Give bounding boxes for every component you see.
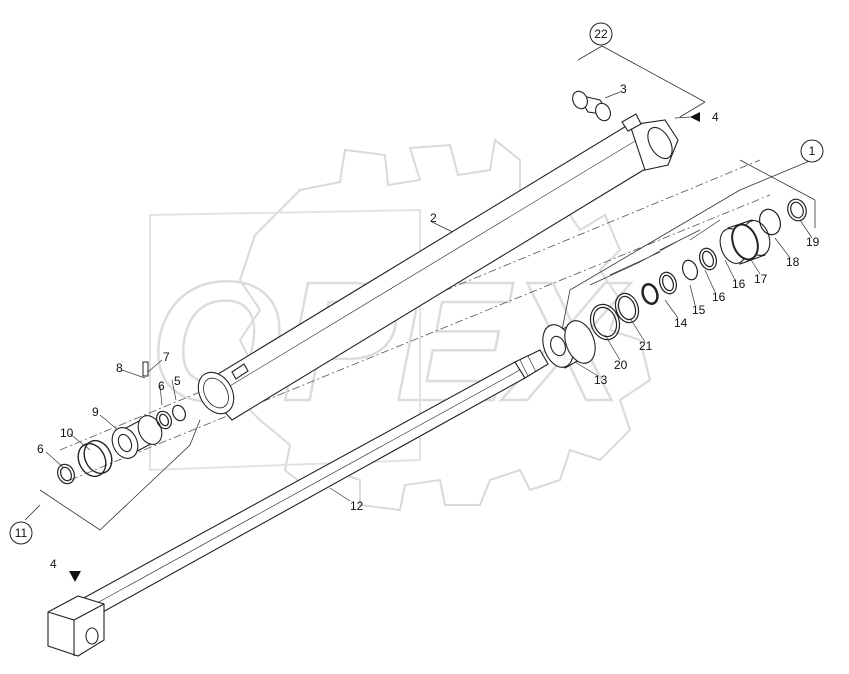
arrow-marker-bottom xyxy=(69,571,81,582)
callout-9: 9 xyxy=(92,405,99,419)
callout-14: 14 xyxy=(674,316,688,330)
rings-5-6 xyxy=(57,404,187,485)
group-22-bracket xyxy=(577,45,706,118)
callout-17: 17 xyxy=(754,272,768,286)
callout-12: 12 xyxy=(350,499,364,513)
callout-19: 19 xyxy=(806,235,820,249)
callout-5: 5 xyxy=(174,374,181,388)
callout-6-upper: 6 xyxy=(158,379,165,393)
callout-22-circle xyxy=(589,22,613,46)
callout-10: 10 xyxy=(60,426,74,440)
piston-left-part-9 xyxy=(111,415,163,459)
callout-1: 1 xyxy=(809,144,816,158)
callout-13: 13 xyxy=(594,373,608,387)
callout-15: 15 xyxy=(692,303,706,317)
piston-rod xyxy=(47,349,549,657)
seal-rings xyxy=(589,247,718,341)
callout-11: 11 xyxy=(15,526,28,540)
callout-8: 8 xyxy=(116,361,123,375)
rings-18-19 xyxy=(759,198,807,236)
pin-part-7 xyxy=(142,361,149,377)
callout-16-a: 16 xyxy=(712,290,726,304)
watermark-gear xyxy=(238,138,652,512)
callout-6-lower: 6 xyxy=(37,442,44,456)
bushing-part-3 xyxy=(572,90,612,122)
ring-part-10 xyxy=(77,439,113,478)
callout-16-b: 16 xyxy=(732,277,746,291)
callout-11-circle xyxy=(9,521,33,545)
callout-labels: 22 1 11 2 3 4 4 5 6 6 7 8 9 10 12 13 14 … xyxy=(9,22,824,571)
callout-1-circle xyxy=(800,139,824,163)
callout-4-top: 4 xyxy=(712,110,719,124)
callout-20: 20 xyxy=(614,358,628,372)
arrow-marker-top xyxy=(690,112,700,122)
gland-part-13 xyxy=(542,320,596,369)
callout-22: 22 xyxy=(594,27,608,41)
piston-part-17 xyxy=(719,219,771,265)
callout-3: 3 xyxy=(620,82,627,96)
cylinder-tube xyxy=(197,113,679,421)
group-11-bracket xyxy=(24,419,201,531)
callout-7: 7 xyxy=(163,350,170,364)
callout-4-bottom: 4 xyxy=(50,557,57,571)
callout-21: 21 xyxy=(639,339,653,353)
group-1-bracket xyxy=(559,159,816,341)
callout-2: 2 xyxy=(430,211,437,225)
center-lines xyxy=(59,159,771,481)
callout-18: 18 xyxy=(786,255,800,269)
